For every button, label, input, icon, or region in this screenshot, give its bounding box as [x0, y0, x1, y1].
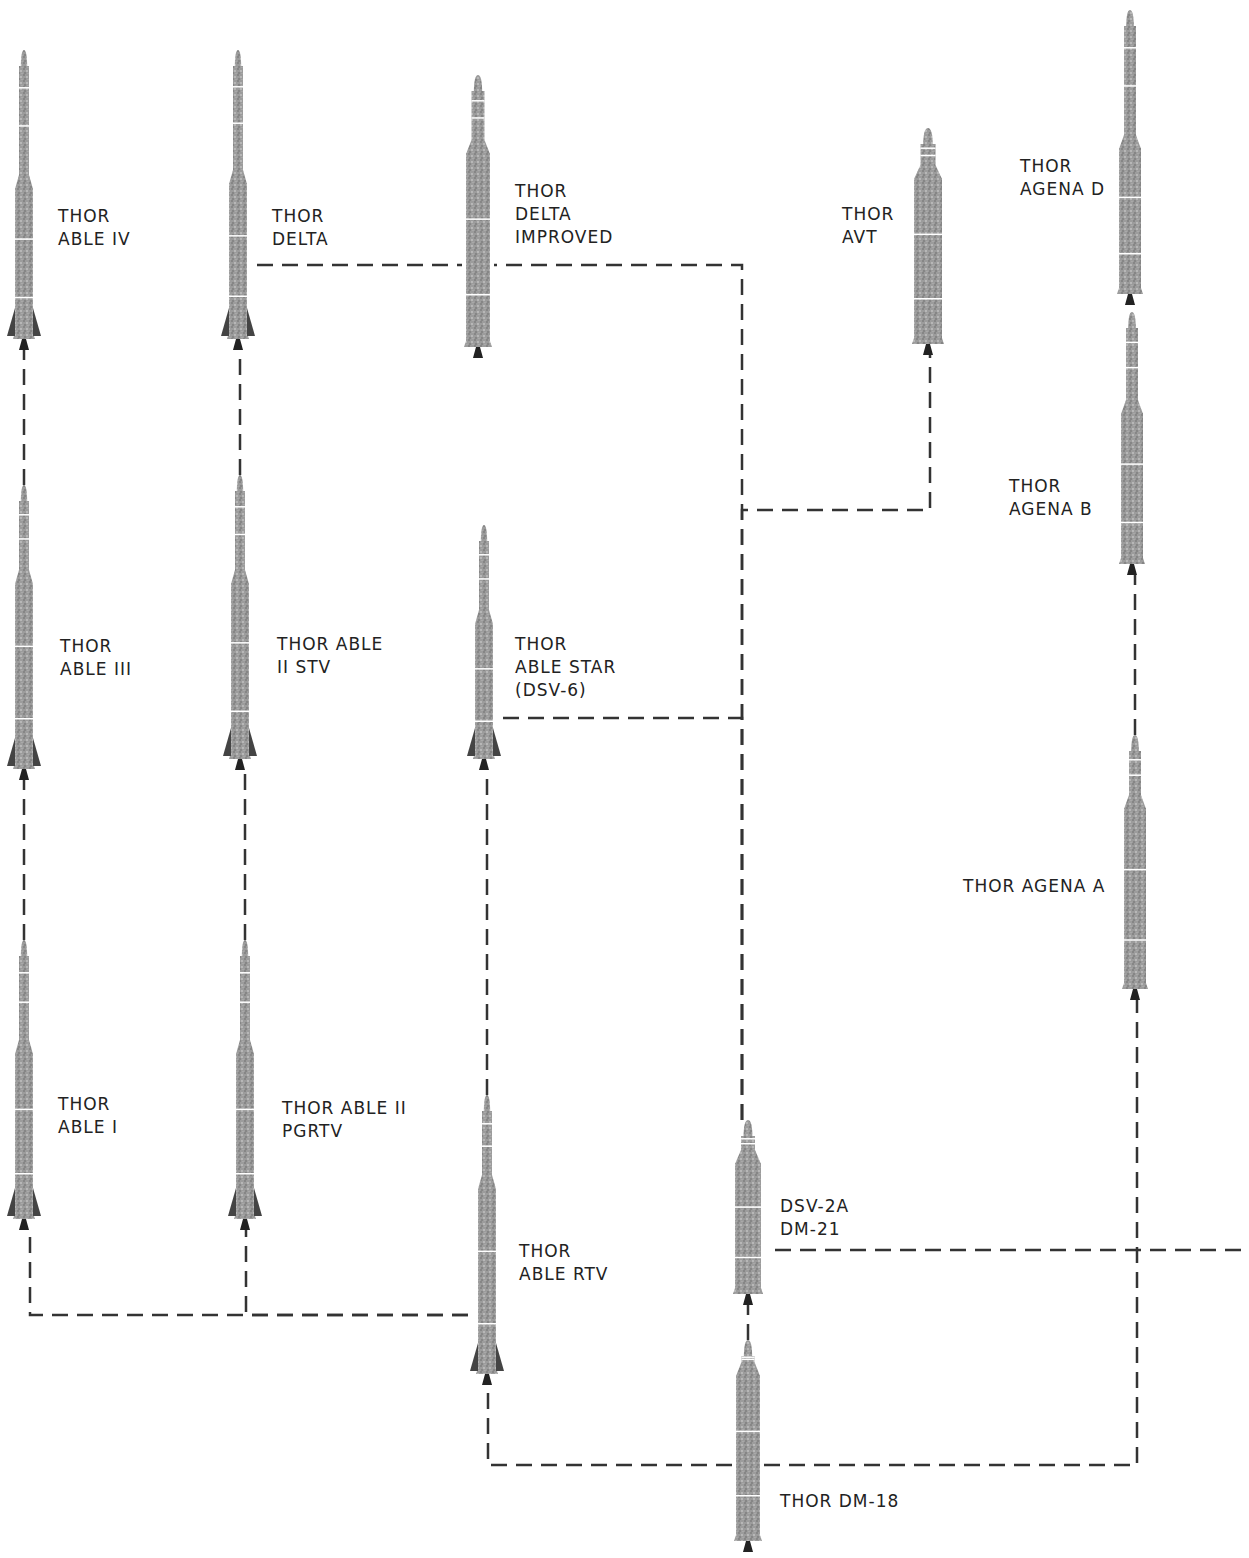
lineage-connector — [503, 718, 742, 1120]
rocket-label: THOR DELTA IMPROVED — [515, 180, 616, 249]
lineage-connector — [246, 1230, 468, 1315]
rocket-node: THOR ABLE RTV — [468, 1095, 506, 1385]
rocket-label: THOR AGENA A — [963, 875, 1108, 898]
rocket-illustration — [219, 50, 257, 350]
rocket-label: THOR AVT — [842, 203, 897, 249]
rocket-illustration — [910, 128, 946, 355]
rocket-illustration — [1120, 735, 1150, 1000]
rocket-illustration — [1115, 10, 1145, 305]
rocket-label: THOR ABLE RTV — [519, 1240, 611, 1286]
rocket-node: THOR AGENA B — [1117, 312, 1147, 575]
rocket-label: THOR ABLE STAR (DSV-6) — [515, 633, 619, 702]
rocket-illustration — [1117, 312, 1147, 575]
lineage-connector — [30, 1230, 468, 1315]
rocket-illustration — [221, 475, 259, 770]
rocket-node: THOR ABLE II STV — [221, 475, 259, 770]
rocket-node: THOR DM-18 — [732, 1340, 764, 1552]
rocket-node: THOR DELTA IMPROVED — [462, 75, 494, 358]
rocket-label: THOR AGENA B — [1009, 475, 1095, 521]
lineage-connector — [23, 780, 26, 940]
rocket-node: THOR ABLE III — [5, 485, 43, 780]
rocket-node: THOR DELTA — [219, 50, 257, 350]
rocket-label: THOR DM-18 — [780, 1490, 902, 1513]
rocket-label: THOR ABLE II PGRTV — [282, 1097, 418, 1143]
rocket-illustration — [731, 1120, 765, 1305]
rocket-node: THOR ABLE IV — [5, 50, 43, 350]
rocket-label: THOR ABLE III — [60, 635, 134, 681]
rocket-label: THOR ABLE II STV — [277, 633, 388, 679]
lineage-connector — [742, 355, 930, 1120]
rocket-label: THOR DELTA — [272, 205, 331, 251]
rocket-illustration — [5, 50, 43, 350]
rocket-illustration — [5, 485, 43, 780]
rocket-illustration — [226, 940, 264, 1230]
lineage-connector — [764, 1000, 1137, 1465]
rocket-label: THOR AGENA D — [1020, 155, 1108, 201]
rocket-node: THOR ABLE II PGRTV — [226, 940, 264, 1230]
lineage-connector — [1134, 575, 1137, 735]
rocket-node: THOR ABLE STAR (DSV-6) — [465, 525, 503, 770]
continuation-line — [775, 1249, 1249, 1252]
rocket-label: THOR ABLE I — [58, 1093, 120, 1139]
lineage-connector — [494, 265, 742, 1120]
lineage-connector — [257, 264, 462, 267]
lineage-connector — [244, 770, 247, 940]
rocket-node: THOR AVT — [910, 128, 946, 355]
rocket-label: DSV-2A DM-21 — [780, 1195, 852, 1241]
lineage-connector — [488, 1385, 732, 1465]
rocket-node: THOR AGENA A — [1120, 735, 1150, 1000]
lineage-connector — [747, 1305, 750, 1340]
rocket-node: THOR ABLE I — [5, 940, 43, 1230]
rocket-illustration — [468, 1095, 506, 1385]
rocket-node: THOR AGENA D — [1115, 10, 1145, 305]
lineage-connector — [23, 350, 26, 485]
rocket-illustration — [462, 75, 494, 358]
lineage-connector — [239, 350, 242, 475]
rocket-illustration — [5, 940, 43, 1230]
lineage-connector — [486, 770, 489, 1095]
rocket-node: DSV-2A DM-21 — [731, 1120, 765, 1305]
rocket-illustration — [732, 1340, 764, 1552]
rocket-label: THOR ABLE IV — [58, 205, 133, 251]
rocket-illustration — [465, 525, 503, 770]
